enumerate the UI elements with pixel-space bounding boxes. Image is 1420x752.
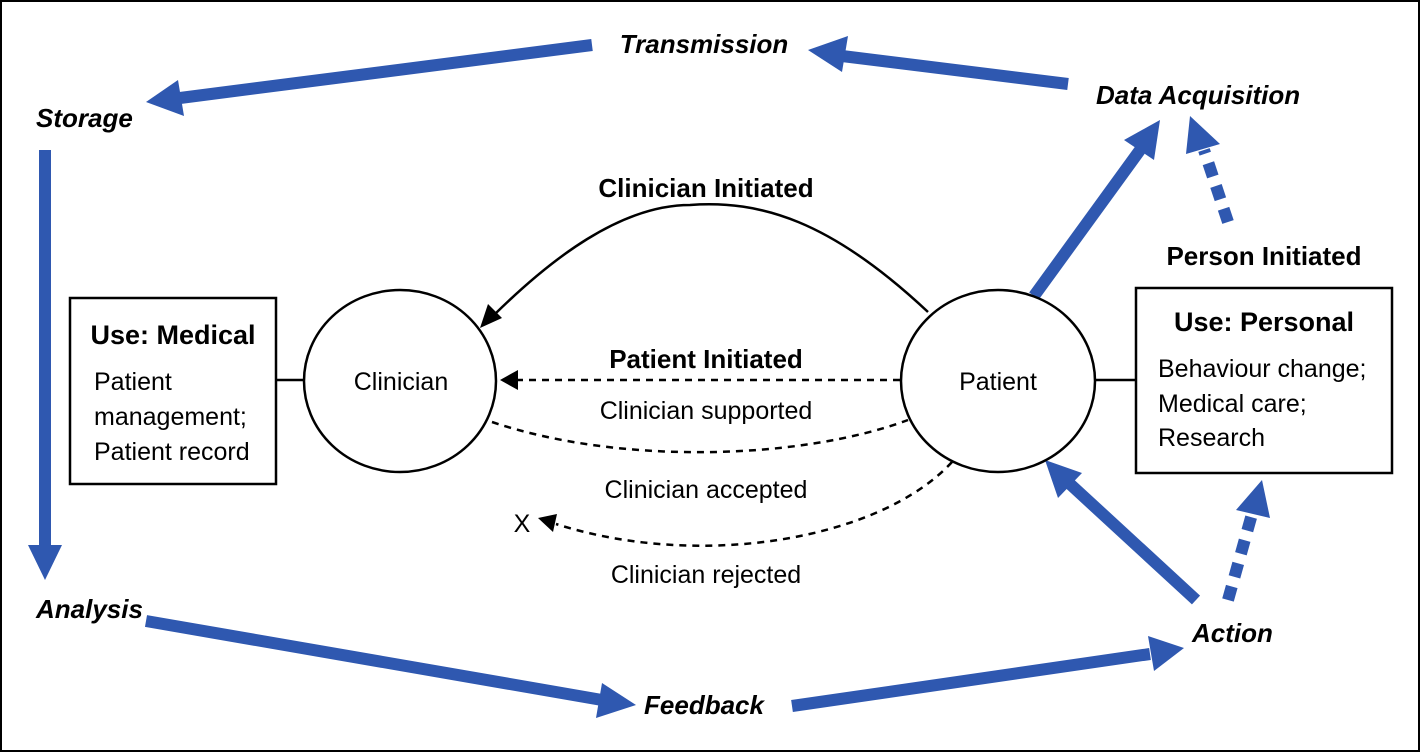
- use-medical-box: Use: Medical Patient management; Patient…: [68, 296, 278, 486]
- arrow-person-initiated-dashed: [1186, 116, 1234, 224]
- use-medical-line: Patient: [94, 368, 172, 396]
- stage-transmission: Transmission: [620, 29, 789, 59]
- stage-feedback: Feedback: [644, 690, 765, 720]
- patient-node: Patient: [899, 288, 1097, 474]
- use-medical-title: Use: Medical: [90, 320, 255, 350]
- arrow-storage-to-analysis: [28, 150, 62, 580]
- stage-data-acquisition: Data Acquisition: [1096, 80, 1300, 110]
- stage-analysis: Analysis: [35, 594, 143, 624]
- use-personal-box: Use: Personal Behaviour change; Medical …: [1134, 286, 1394, 475]
- stage-storage: Storage: [36, 103, 133, 133]
- label-clinician-rejected: Clinician rejected: [611, 561, 801, 589]
- arrow-feedback-to-action: [791, 636, 1184, 712]
- flow-clinician-supported: [491, 418, 909, 454]
- use-personal-line: Medical care;: [1158, 390, 1307, 418]
- clinician-node-label: Clinician: [354, 368, 448, 396]
- label-clinician-supported: Clinician supported: [600, 397, 813, 425]
- use-personal-title: Use: Personal: [1174, 307, 1354, 337]
- arrow-analysis-to-feedback: [144, 615, 636, 718]
- flow-clinician-initiated: [480, 203, 929, 328]
- rejected-x-marker: X: [514, 510, 531, 538]
- arrow-patient-to-acquisition: [1029, 120, 1160, 300]
- flow-clinician-rejected: [538, 461, 953, 547]
- use-medical-line: management;: [94, 403, 247, 431]
- label-person-initiated: Person Initiated: [1166, 241, 1361, 271]
- clinician-node: Clinician: [302, 288, 498, 474]
- arrow-action-to-patient: [1045, 460, 1201, 605]
- flow-patient-initiated: [500, 370, 900, 390]
- use-personal-line: Behaviour change;: [1158, 355, 1366, 383]
- patient-node-label: Patient: [959, 368, 1037, 396]
- arrow-transmission-to-storage: [146, 39, 593, 116]
- use-medical-line: Patient record: [94, 438, 250, 466]
- use-personal-line: Research: [1158, 424, 1265, 452]
- label-clinician-accepted: Clinician accepted: [605, 476, 808, 504]
- stage-action: Action: [1191, 618, 1273, 648]
- arrow-action-to-personal-dashed: [1222, 480, 1270, 602]
- label-clinician-initiated: Clinician Initiated: [598, 173, 813, 203]
- label-patient-initiated: Patient Initiated: [609, 344, 803, 374]
- arrow-acquisition-to-transmission: [808, 36, 1069, 90]
